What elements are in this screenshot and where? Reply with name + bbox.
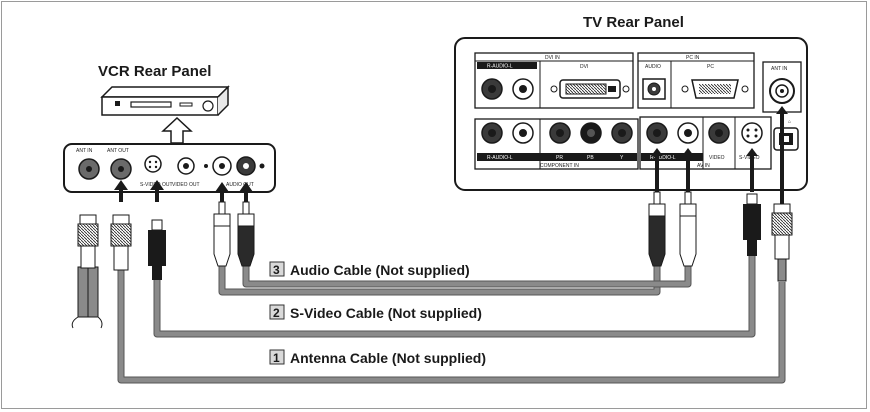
tv-panel-title: TV Rear Panel: [583, 14, 684, 31]
vcr-device-icon: [100, 85, 230, 116]
vcr-audio-out-jacks: [204, 156, 265, 176]
component-audio-jacks: [481, 122, 534, 144]
tv-ant-in-jack: [769, 78, 795, 104]
dvi-audio-jacks: [481, 78, 534, 100]
rca-plug-icons: [213, 191, 697, 267]
pc-vga-connector: [681, 79, 749, 99]
vcr-video-out-label: VIDEO OUT: [172, 182, 200, 188]
vcr-ant-in-label: ANT IN: [76, 148, 93, 154]
cable-number: 1: [273, 351, 280, 365]
hollow-up-arrow-icon: [161, 116, 193, 144]
pc-label: PC: [707, 64, 714, 70]
cable-label-text: Audio Cable (Not supplied): [290, 262, 470, 278]
av-in-label: AV IN: [697, 163, 710, 169]
av-video-label: VIDEO: [709, 155, 725, 161]
antenna-lead: [71, 266, 103, 329]
tv-rear-panel: DVI IN R-AUDIO-L DVI PC IN AUDIO PC: [454, 37, 808, 191]
antenna-plug-icons: [77, 203, 793, 282]
cable-number-badge: [269, 261, 285, 277]
cable-label-audio: 3 Audio Cable (Not supplied): [269, 261, 470, 278]
pc-audio-label: AUDIO: [645, 64, 661, 70]
cable-label-text: Antenna Cable (Not supplied): [290, 350, 486, 366]
cable-routes: [117, 255, 786, 384]
cable-number: 2: [273, 306, 280, 320]
cable-label-text: S-Video Cable (Not supplied): [290, 305, 482, 321]
cable-number-badge: [269, 304, 285, 320]
av-audio-label: R-AUDIO-L: [650, 155, 676, 161]
pc-in-label: PC IN: [686, 55, 700, 61]
component-pr-label: PR: [556, 155, 563, 161]
vcr-svideo-jack: [144, 155, 162, 173]
vcr-ant-in-jack: [78, 158, 100, 180]
component-in-label: COMPONENT IN: [540, 163, 579, 169]
cable-number: 3: [273, 263, 280, 277]
tv-up-arrow-icons: [651, 106, 788, 204]
dvi-in-label: DVI IN: [545, 55, 560, 61]
dvi-label: DVI: [580, 64, 588, 70]
dvi-audio-label: R-AUDIO-L: [487, 64, 513, 70]
cable-number-badge: [269, 349, 285, 365]
vcr-panel-title: VCR Rear Panel: [98, 63, 211, 80]
svideo-plug-icons: [148, 193, 761, 280]
av-video-jack: [708, 122, 730, 144]
component-audio-label: R-AUDIO-L: [487, 155, 513, 161]
vcr-rear-panel: ANT IN ANT OUT S-VIDEO OUT VIDEO OUT: [63, 143, 276, 193]
vcr-video-out-jack: [177, 157, 195, 175]
tv-ant-in-label: ANT IN: [771, 66, 788, 72]
dvi-connector: [550, 79, 630, 99]
av-audio-jacks: [646, 122, 699, 144]
vcr-ant-out-jack: [110, 158, 132, 180]
av-svideo-label: S-VIDEO: [739, 155, 760, 161]
cable-label-antenna: 1 Antenna Cable (Not supplied): [269, 349, 486, 366]
av-svideo-jack: [741, 122, 763, 144]
svg-text:⌂: ⌂: [788, 119, 791, 125]
up-arrow-icons: [114, 180, 253, 202]
vcr-audio-out-label: AUDIO OUT: [226, 182, 254, 188]
component-y-label: Y: [620, 155, 624, 161]
pc-audio-jack: [642, 78, 666, 100]
cable-label-svideo: 2 S-Video Cable (Not supplied): [269, 304, 482, 321]
vcr-ant-out-label: ANT OUT: [107, 148, 129, 154]
component-pb-label: PB: [587, 155, 594, 161]
component-video-jacks: [549, 122, 633, 144]
